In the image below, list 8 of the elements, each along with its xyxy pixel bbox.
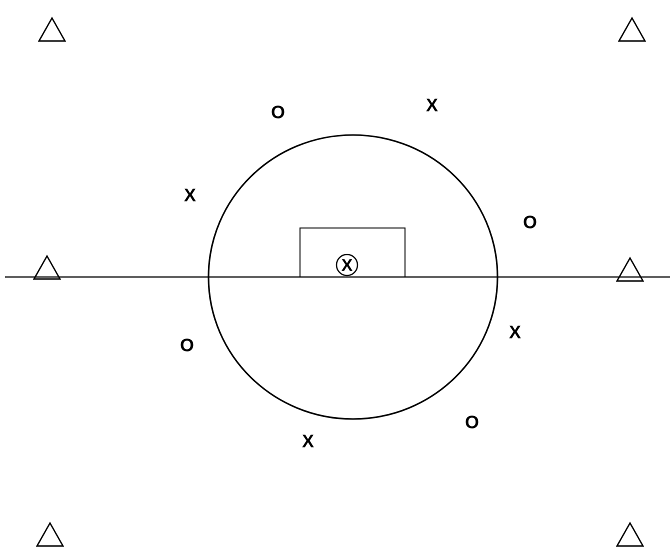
player-marker: X [302, 434, 314, 448]
player-marker: O [524, 216, 536, 228]
player-marker: X [426, 98, 438, 112]
player-marker: X [509, 326, 521, 338]
player-marker: O [466, 416, 478, 428]
player-marker: X [184, 188, 196, 202]
player-marker: O [272, 106, 284, 118]
player-marker: O [180, 338, 194, 352]
